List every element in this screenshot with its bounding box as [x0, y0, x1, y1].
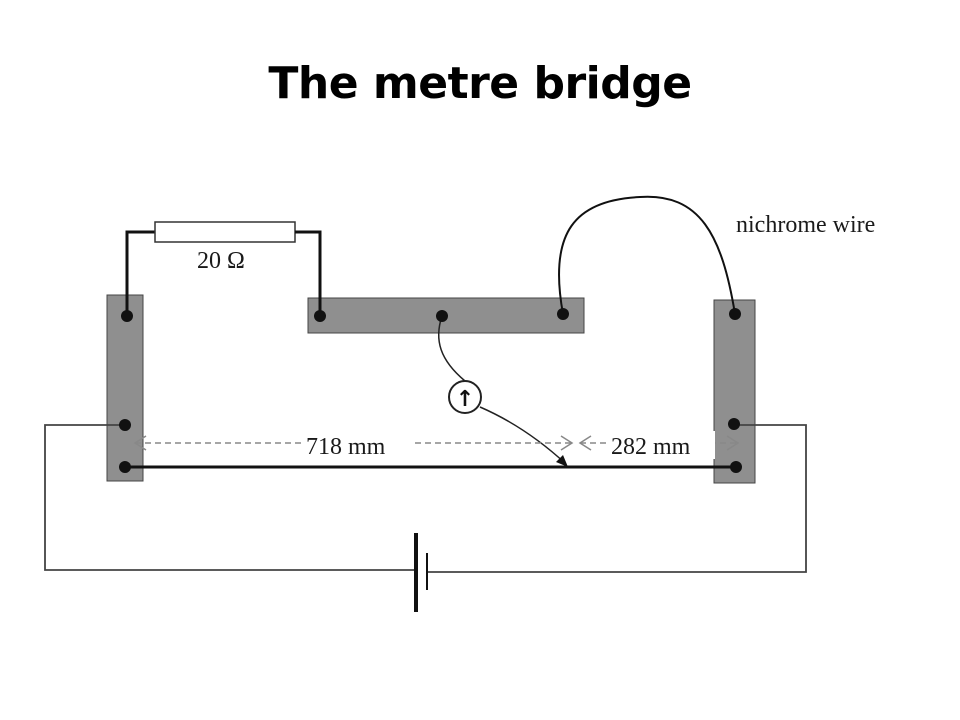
- jockey-arrowhead: [556, 455, 568, 467]
- battery-left-wire: [44, 424, 416, 571]
- galvanometer-arrow-icon: ↑: [456, 387, 474, 412]
- right-label-bg: [607, 431, 715, 459]
- right-arrowhead-start: [578, 435, 592, 451]
- right-terminal-block: [713, 299, 756, 484]
- left-length-label: 718 mm: [306, 434, 386, 460]
- galvanometer: [448, 380, 482, 414]
- terminal-dot: [314, 310, 326, 322]
- terminal-dot: [728, 418, 740, 430]
- resistor-left-lead: [125, 230, 155, 316]
- terminal-dot: [119, 419, 131, 431]
- terminal-dot: [730, 461, 742, 473]
- terminal-dot: [121, 310, 133, 322]
- battery-right-wire: [427, 424, 807, 573]
- left-arrowhead-end: [560, 435, 574, 451]
- terminal-dot: [729, 308, 741, 320]
- terminal-dot: [119, 461, 131, 473]
- left-terminal-block: [106, 294, 144, 482]
- left-label-bg: [302, 431, 414, 459]
- terminal-dot: [436, 310, 448, 322]
- jockey-lead: [479, 406, 567, 465]
- right-length-label: 282 mm: [611, 434, 691, 460]
- slide-title: The metre bridge: [268, 58, 692, 109]
- left-arrowhead-start: [133, 435, 147, 451]
- resistor-label: 20 Ω: [197, 248, 245, 274]
- resistor-right-lead: [295, 230, 322, 316]
- nichrome-wire-loop: [558, 195, 736, 315]
- resistor-20-ohm: [154, 221, 296, 243]
- galvanometer-lead-top: [438, 315, 466, 382]
- terminal-dot: [557, 308, 569, 320]
- right-arrowhead-end: [726, 435, 740, 451]
- nichrome-wire-label: nichrome wire: [736, 212, 875, 238]
